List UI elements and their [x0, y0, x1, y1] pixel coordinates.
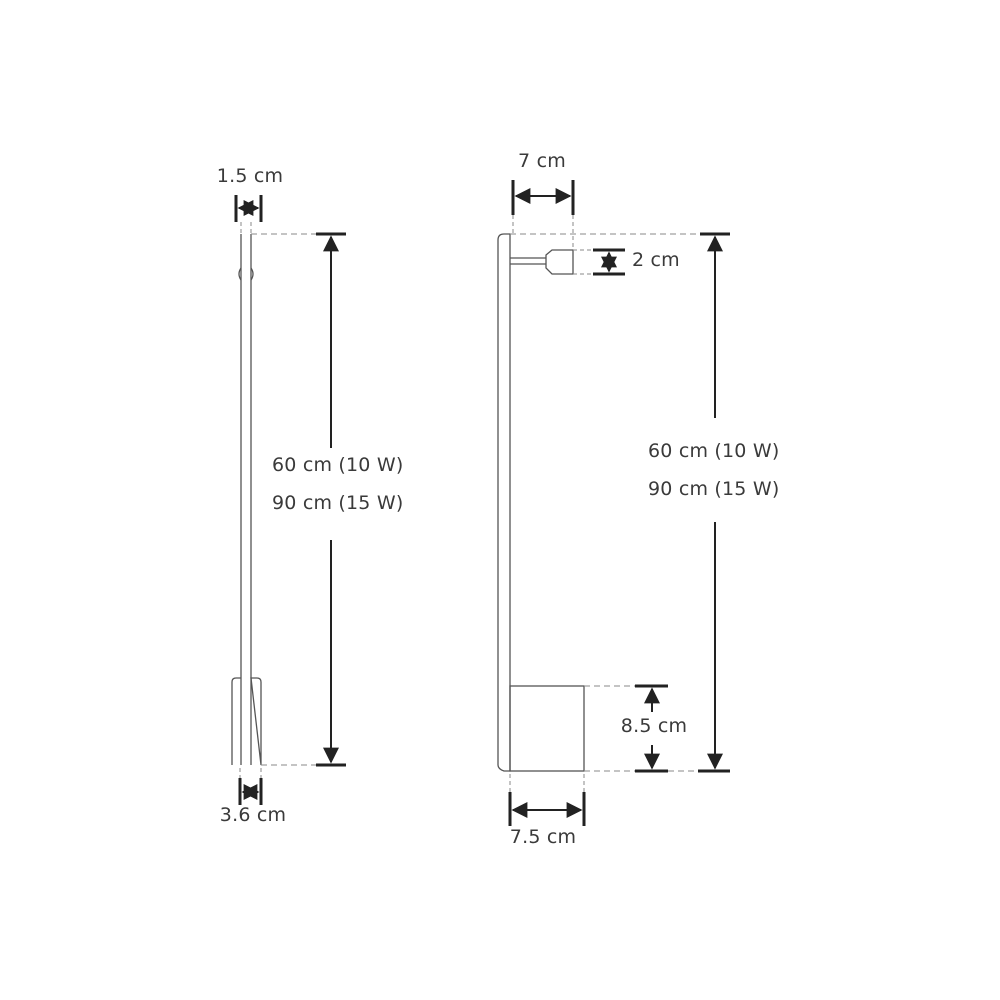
side-height-label: 60 cm (10 W) 90 cm (15 W) [272, 446, 403, 522]
side-view-lamp [231, 234, 262, 766]
front-height-line-2: 90 cm (15 W) [648, 478, 780, 500]
front-base-width-label: 7.5 cm [509, 826, 577, 848]
side-base-width-label: 3.6 cm [219, 804, 287, 826]
front-view-lamp [497, 233, 585, 772]
side-width-label: 1.5 cm [216, 165, 284, 187]
side-view-dimensions [234, 195, 346, 805]
front-height-line-1: 60 cm (10 W) [648, 440, 780, 462]
side-height-line-1: 60 cm (10 W) [272, 454, 404, 476]
front-depth-label: 7 cm [518, 150, 566, 172]
front-view-dimensions [508, 180, 730, 826]
side-height-line-2: 90 cm (15 W) [272, 492, 404, 514]
front-knob-label: 2 cm [632, 249, 680, 271]
front-base-height-label: 8.5 cm [620, 715, 688, 737]
front-height-label: 60 cm (10 W) 90 cm (15 W) [648, 432, 779, 508]
